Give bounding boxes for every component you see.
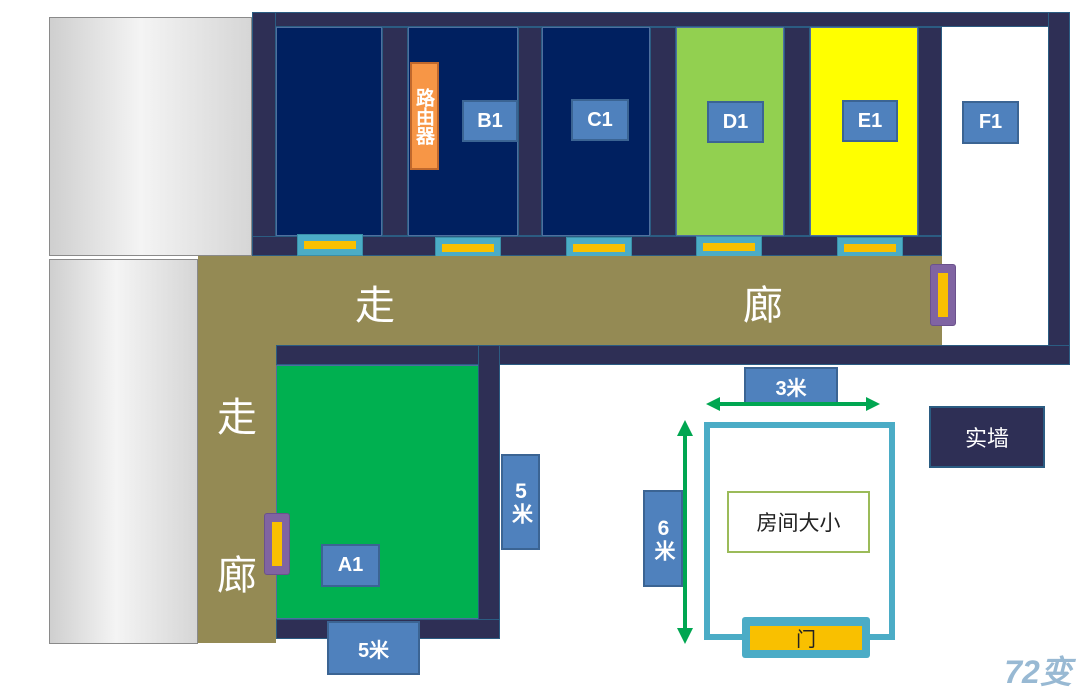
corridor-char-3: 走 bbox=[217, 395, 257, 441]
door-room-a1 bbox=[264, 513, 290, 575]
dimension-a1-height: 5米 bbox=[501, 454, 540, 550]
label-c1: C1 bbox=[571, 99, 629, 141]
label-d1: D1 bbox=[707, 101, 764, 143]
partition-3 bbox=[650, 27, 676, 236]
a1-right-wall bbox=[478, 345, 500, 639]
partition-5 bbox=[918, 27, 942, 236]
partition-4 bbox=[784, 27, 810, 236]
door-room-d1 bbox=[696, 236, 762, 258]
corridor-char-1: 走 bbox=[355, 283, 395, 329]
grey-block-bottom bbox=[49, 259, 198, 644]
label-a1: A1 bbox=[321, 544, 380, 587]
door-legend-label: 门 bbox=[796, 627, 816, 651]
dimension-legend-height-text: 6米 bbox=[652, 516, 675, 561]
dimension-a1-width: 5米 bbox=[327, 621, 420, 675]
door-legend: 门 bbox=[742, 617, 870, 658]
dimension-legend-height: 6米 bbox=[643, 490, 683, 587]
partition-1 bbox=[382, 27, 408, 236]
label-f1: F1 bbox=[962, 101, 1019, 144]
door-room-a bbox=[297, 234, 363, 256]
solid-wall-legend: 实墙 bbox=[929, 406, 1045, 468]
door-legend-bar: 门 bbox=[750, 625, 862, 651]
partition-2 bbox=[518, 27, 542, 236]
dimension-a1-height-text: 5米 bbox=[509, 480, 533, 524]
door-room-f1 bbox=[930, 264, 956, 326]
room-size-label: 房间大小 bbox=[727, 491, 870, 553]
right-wall bbox=[1048, 12, 1070, 364]
label-b1: B1 bbox=[462, 100, 518, 142]
corridor-char-4: 廊 bbox=[217, 553, 257, 599]
arrow-height bbox=[677, 420, 693, 644]
corridor-horizontal bbox=[198, 256, 942, 345]
top-wall bbox=[252, 12, 1070, 27]
room-size-outline bbox=[704, 422, 895, 640]
router-label: 路由器 bbox=[413, 87, 435, 145]
corridor-char-2: 廊 bbox=[743, 283, 783, 329]
grey-block-top bbox=[49, 17, 252, 256]
arrow-width bbox=[706, 397, 880, 411]
wall-below-corridor bbox=[276, 345, 1070, 365]
room-a bbox=[276, 27, 382, 236]
router: 路由器 bbox=[410, 62, 439, 170]
corridor-vertical bbox=[198, 345, 276, 643]
label-e1: E1 bbox=[842, 100, 898, 142]
left-wall-top bbox=[252, 12, 276, 256]
room-f1 bbox=[942, 27, 1048, 345]
watermark-logo: 72变 bbox=[1004, 654, 1072, 690]
